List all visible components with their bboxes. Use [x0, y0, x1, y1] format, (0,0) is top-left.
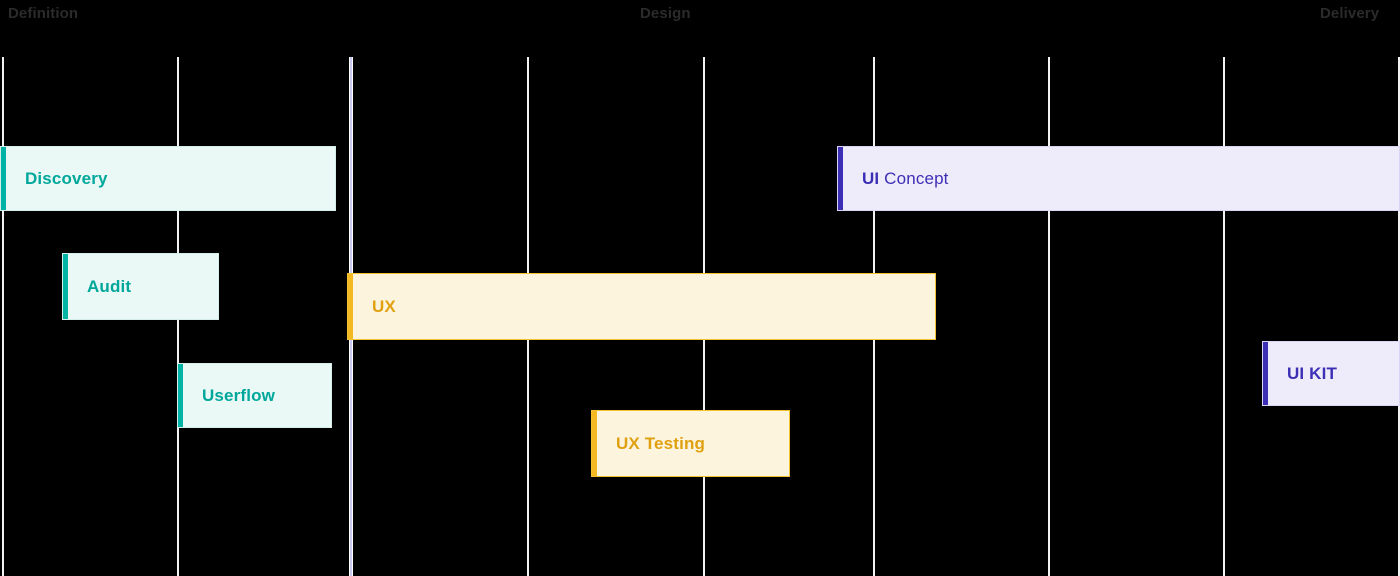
- task-bar-accent: [1, 147, 6, 210]
- task-bar[interactable]: UX: [347, 273, 936, 340]
- task-bar-label-bold: Userflow: [202, 385, 275, 405]
- task-bar-label: Userflow: [178, 386, 275, 406]
- task-bar-accent: [1263, 342, 1268, 405]
- task-bar-label: Audit: [63, 277, 131, 297]
- task-bar-label: UX Testing: [592, 434, 705, 454]
- gridline: [1398, 57, 1400, 576]
- gridline: [1223, 57, 1225, 576]
- task-bar-accent: [838, 147, 843, 210]
- task-bar[interactable]: UI Concept: [837, 146, 1400, 211]
- phase-label-definition: Definition: [8, 5, 79, 22]
- task-bar-label: UI KIT: [1263, 364, 1337, 384]
- phase-label-delivery: Delivery: [1320, 5, 1380, 22]
- task-bar[interactable]: Audit: [62, 253, 219, 320]
- task-bar-label-bold: Audit: [87, 276, 132, 296]
- task-bar[interactable]: UI KIT: [1262, 341, 1400, 406]
- task-bar-label-bold: UX: [372, 296, 396, 316]
- gridline: [1048, 57, 1050, 576]
- task-bar[interactable]: Discovery: [0, 146, 336, 211]
- task-bar[interactable]: UX Testing: [591, 410, 790, 477]
- phase-header-row: Definition Design Delivery: [0, 0, 1400, 57]
- task-bar-label: Discovery: [1, 169, 108, 189]
- task-bar-label: UX: [348, 297, 396, 317]
- task-bar-label-bold: UI KIT: [1287, 363, 1338, 383]
- task-bar-accent: [178, 364, 183, 427]
- task-bar-label-bold: UI: [862, 168, 880, 188]
- task-bar[interactable]: Userflow: [177, 363, 332, 428]
- task-bar-accent: [592, 411, 597, 476]
- task-bar-label: UI Concept: [838, 169, 949, 189]
- phase-label-design: Design: [640, 5, 691, 22]
- task-bar-label-bold: Discovery: [25, 168, 108, 188]
- gridline: [2, 57, 4, 576]
- task-bar-label-bold: UX Testing: [616, 433, 706, 453]
- task-bar-label-regular: Concept: [879, 168, 949, 188]
- task-bar-accent: [348, 274, 353, 339]
- task-bar-accent: [63, 254, 68, 319]
